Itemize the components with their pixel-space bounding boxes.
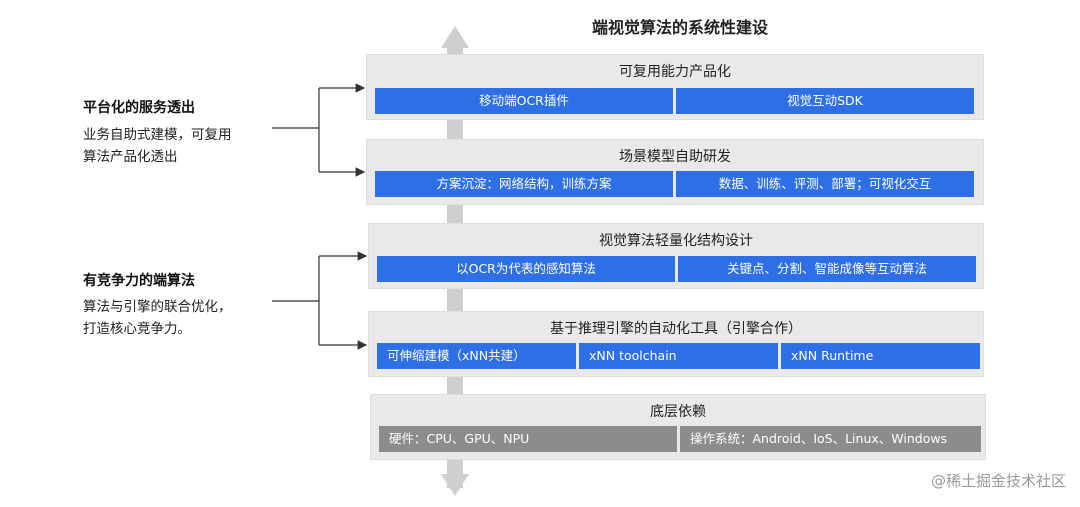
side-desc-competitive-algorithm: 算法与引擎的联合优化， 打造核心竞争力。 [83, 296, 283, 340]
layer-cell: 数据、训练、评测、部署；可视化交互 [676, 171, 974, 197]
layer-title: 可复用能力产品化 [619, 64, 731, 80]
layer-cell: 移动端OCR插件 [375, 88, 673, 114]
diagram-title: 端视觉算法的系统性建设 [591, 18, 768, 37]
layer-title: 视觉算法轻量化结构设计 [599, 233, 753, 249]
side-desc-line: 算法产品化透出 [83, 149, 178, 165]
side-desc-line: 算法与引擎的联合优化， [83, 299, 232, 315]
side-desc-line: 打造核心竞争力。 [83, 321, 191, 337]
layer-base-dependency: 底层依赖 硬件：CPU、GPU、NPU 操作系统：Android、IoS、Lin… [370, 394, 986, 460]
side-desc-line: 业务自助式建模，可复用 [83, 127, 232, 143]
layer-title: 基于推理引擎的自动化工具（引擎合作） [550, 321, 802, 337]
layer-title: 底层依赖 [650, 404, 706, 420]
arrow-down-icon [441, 474, 469, 496]
layer-cell: xNN Runtime [781, 343, 980, 369]
layer-cell: xNN toolchain [579, 343, 778, 369]
side-title-competitive-algorithm: 有竞争力的端算法 [83, 273, 195, 289]
bracket-lower [272, 251, 368, 350]
layer-lightweight-structure: 视觉算法轻量化结构设计 以OCR为代表的感知算法 关键点、分割、智能成像等互动算… [368, 223, 984, 289]
arrow-up-icon [441, 26, 469, 48]
layer-cell: 关键点、分割、智能成像等互动算法 [678, 256, 976, 282]
layer-cell: 操作系统：Android、IoS、Linux、Windows [680, 426, 981, 452]
watermark: @稀土掘金技术社区 [930, 472, 1066, 490]
layer-cell: 硬件：CPU、GPU、NPU [379, 426, 677, 452]
layer-cell: 视觉互动SDK [676, 88, 974, 114]
layer-scene-model-self-dev: 场景模型自助研发 方案沉淀：网络结构，训练方案 数据、训练、评测、部署；可视化交… [366, 139, 984, 205]
layer-cell: 可伸缩建模（xNN共建） [377, 343, 576, 369]
layer-reusable-productization: 可复用能力产品化 移动端OCR插件 视觉互动SDK [366, 54, 984, 120]
layer-title: 场景模型自助研发 [619, 149, 731, 165]
side-title-platform-service: 平台化的服务透出 [83, 100, 195, 116]
layer-cell: 方案沉淀：网络结构，训练方案 [375, 171, 673, 197]
layer-cell: 以OCR为代表的感知算法 [377, 256, 675, 282]
layer-inference-engine-tools: 基于推理引擎的自动化工具（引擎合作） 可伸缩建模（xNN共建） xNN tool… [368, 311, 984, 377]
bracket-upper [272, 83, 366, 177]
side-desc-platform-service: 业务自助式建模，可复用 算法产品化透出 [83, 124, 283, 168]
